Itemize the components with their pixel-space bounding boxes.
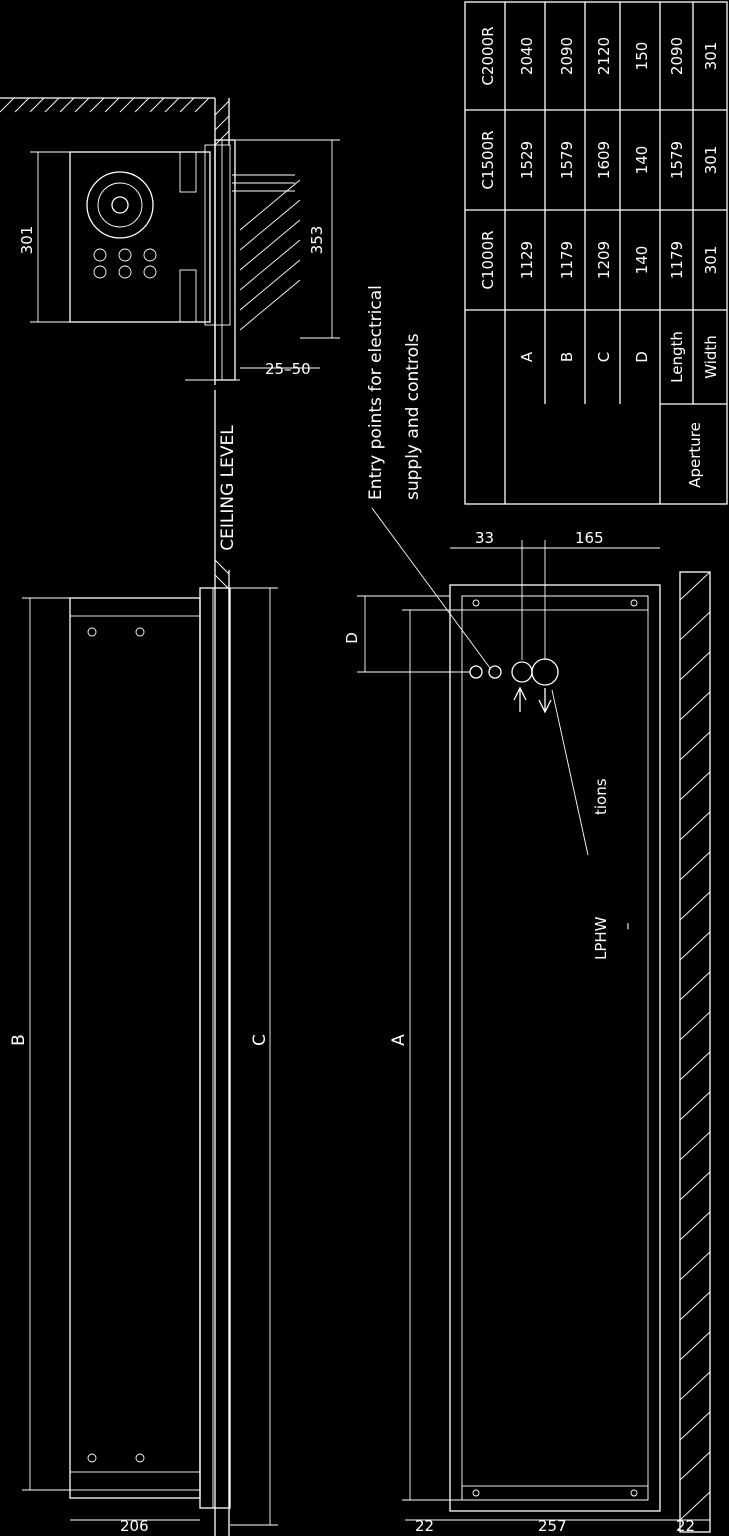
tions-label: tions [592, 778, 610, 815]
dim-A: A [389, 1034, 409, 1046]
dim-301: 301 [18, 226, 36, 255]
cell-length-3: 2090 [668, 37, 686, 75]
lphw-dash: – [618, 923, 636, 931]
cell-width-1: 301 [702, 246, 720, 275]
model-header-3: C2000R [479, 26, 497, 85]
entry-points-label-1: Entry points for electrical [366, 285, 386, 500]
ceiling-level-label: CEILING LEVEL [218, 425, 238, 551]
cell-C-1: 1209 [595, 241, 613, 279]
dim-22-left: 22 [415, 1517, 434, 1535]
model-header-2: C1500R [479, 130, 497, 189]
cell-D-3: 150 [633, 42, 651, 71]
dim-C: C [250, 1034, 270, 1046]
end-elevation: 301 353 25–50 [0, 97, 340, 385]
plan-view: A D 33 165 22 257 22 [343, 529, 711, 1535]
dim-25-50: 25–50 [265, 360, 311, 378]
dimension-table: C1000R C1500R C2000R A B C D Length Widt… [464, 1, 728, 505]
entry-points-label-2: supply and controls [403, 333, 423, 500]
row-label-B: B [558, 352, 576, 362]
cell-length-2: 1579 [668, 141, 686, 179]
cell-C-3: 2120 [595, 37, 613, 75]
cell-B-1: 1179 [558, 241, 576, 279]
dim-D: D [343, 632, 361, 644]
cell-C-2: 1609 [595, 141, 613, 179]
lphw-leader [551, 689, 589, 856]
row-label-C: C [595, 352, 613, 362]
dim-206: 206 [120, 1517, 149, 1535]
cell-width-2: 301 [702, 146, 720, 175]
cell-D-2: 140 [633, 146, 651, 175]
dim-353: 353 [308, 226, 326, 255]
cell-width-3: 301 [702, 42, 720, 71]
cell-D-1: 140 [633, 246, 651, 275]
dim-B: B [9, 1034, 29, 1046]
row-label-length: Length [668, 331, 686, 383]
aperture-label: Aperture [686, 422, 704, 488]
dim-165: 165 [575, 529, 604, 547]
entry-points-leader [371, 507, 491, 669]
cell-A-3: 2040 [518, 37, 536, 75]
cell-A-2: 1529 [518, 141, 536, 179]
dim-22-right: 22 [676, 1517, 695, 1535]
side-elevation: B C 206 [9, 587, 278, 1535]
cell-A-1: 1129 [518, 241, 536, 279]
model-header-1: C1000R [479, 230, 497, 289]
cell-length-1: 1179 [668, 241, 686, 279]
dim-33: 33 [475, 529, 494, 547]
lphw-label: LPHW [592, 916, 610, 960]
row-label-width: Width [702, 335, 720, 379]
row-label-A: A [518, 351, 536, 362]
cell-B-2: 1579 [558, 141, 576, 179]
dim-257: 257 [538, 1517, 567, 1535]
cell-B-3: 2090 [558, 37, 576, 75]
row-label-D: D [633, 351, 651, 363]
